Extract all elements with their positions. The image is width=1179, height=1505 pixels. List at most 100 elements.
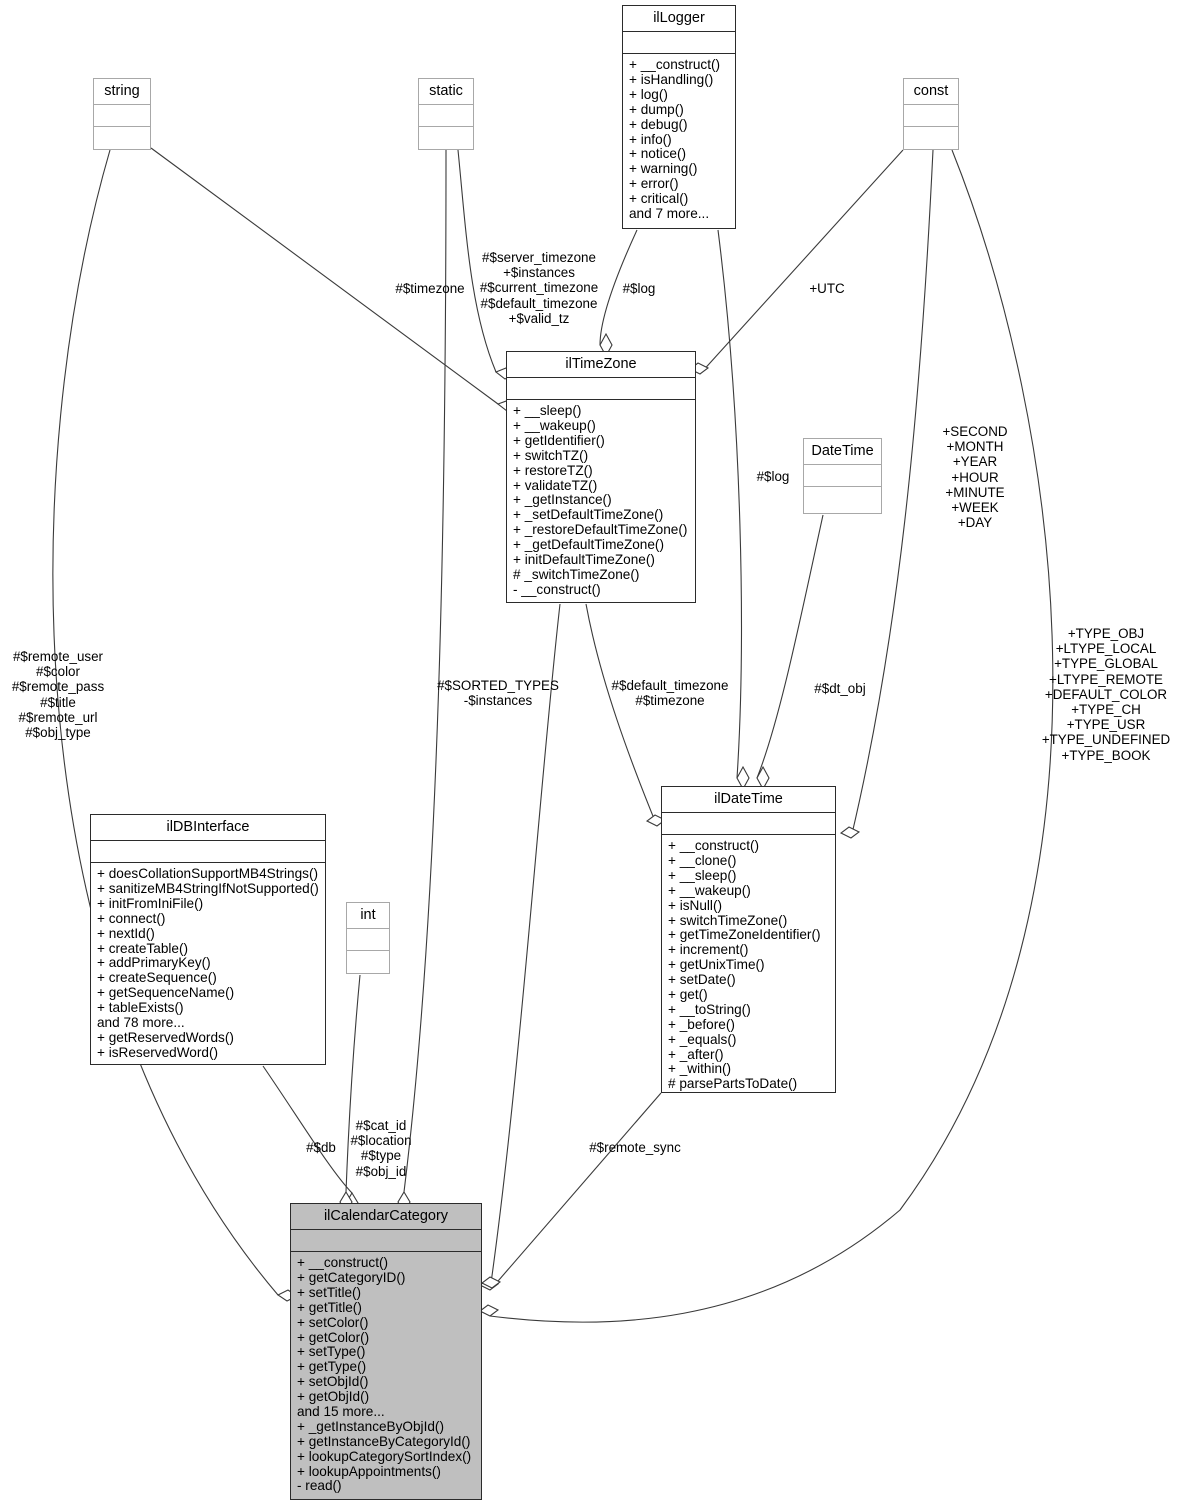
class-method: + _restoreDefaultTimeZone() — [513, 522, 688, 538]
class-method: + isReservedWord() — [97, 1044, 218, 1060]
class-method: + _after() — [668, 1046, 724, 1062]
class-method: + restoreTZ() — [513, 462, 593, 478]
class-method: + __construct() — [668, 838, 760, 854]
class-title: string — [104, 83, 140, 99]
class-attributes — [419, 104, 473, 126]
class-method: + _getInstance() — [513, 492, 612, 508]
class-method: + getCategoryID() — [297, 1270, 406, 1286]
class-method: # parsePartsToDate() — [668, 1076, 798, 1092]
aggregation-diamond — [478, 1304, 500, 1317]
class-box-DateTime[interactable]: DateTime — [803, 438, 882, 514]
edge-static-ilcalendarcategory — [403, 149, 447, 1193]
class-method: + lookupAppointments() — [297, 1463, 441, 1479]
edge-iltimezone-ildatetime — [585, 603, 658, 827]
class-box-ilTimeZone[interactable]: ilTimeZone + __sleep()+ __wakeup()+ getId… — [506, 351, 696, 603]
class-method: - __construct() — [513, 581, 601, 597]
class-box-ilDBInterface[interactable]: ilDBInterface + doesCollationSupportMB4St… — [90, 814, 326, 1065]
class-methods — [94, 126, 150, 136]
class-box-ilLogger[interactable]: ilLogger + __construct()+ isHandling()+ l… — [622, 5, 736, 229]
class-title: ilDateTime — [714, 791, 783, 807]
edge-label-timezone: #$timezone — [395, 281, 465, 296]
class-method: + validateTZ() — [513, 477, 598, 493]
edge-label-const-fields: +SECOND +MONTH +YEAR +HOUR +MINUTE +WEEK… — [942, 424, 1008, 531]
class-attributes — [804, 464, 881, 486]
class-box-ilDateTime[interactable]: ilDateTime+ __construct()+ __clone()+ __… — [661, 786, 836, 1093]
class-method: + info() — [629, 131, 672, 147]
edge-label-dt-timezone: #$default_timezone #$timezone — [611, 678, 729, 709]
edge-label-tz-fields: #$server_timezone +$instances #$current_… — [479, 250, 599, 326]
class-method: + __sleep() — [513, 403, 582, 419]
class-methods: + doesCollationSupportMB4Strings()+ sani… — [91, 862, 325, 1066]
class-attributes — [347, 928, 389, 950]
class-method: + log() — [629, 86, 668, 102]
class-box-static[interactable]: static — [418, 78, 474, 150]
class-box-ilCalendarCategory[interactable]: ilCalendarCategory + __construct()+ getCa… — [290, 1203, 482, 1500]
class-methods: + __construct()+ isHandling()+ log()+ du… — [623, 53, 735, 227]
class-methods — [804, 486, 881, 496]
edge-label-log-mid: #$log — [756, 469, 790, 484]
class-method: + notice() — [629, 146, 687, 162]
class-method: + createTable() — [97, 940, 189, 956]
class-method: + _setDefaultTimeZone() — [513, 507, 664, 523]
class-method: + _getDefaultTimeZone() — [513, 537, 664, 553]
class-method: + getIdentifier() — [513, 432, 605, 448]
class-methods: + __sleep()+ __wakeup()+ getIdentifier()… — [507, 399, 695, 603]
class-method: + nextId() — [97, 925, 155, 941]
class-method: + connect() — [97, 910, 166, 926]
aggregation-diamond — [480, 1276, 502, 1289]
class-title: ilCalendarCategory — [323, 1208, 449, 1224]
class-title: ilLogger — [653, 10, 705, 26]
class-method: + __wakeup() — [513, 418, 596, 434]
edge-label-cat-type-fields: +TYPE_OBJ +LTYPE_LOCAL +TYPE_GLOBAL +LTY… — [1041, 626, 1171, 763]
class-title: DateTime — [811, 443, 874, 459]
aggregation-diamond — [478, 1278, 500, 1291]
class-methods: + __construct()+ __clone()+ __sleep()+ _… — [662, 834, 835, 1097]
class-method: and 15 more... — [297, 1404, 385, 1420]
edge-datetime-ildatetime — [756, 514, 824, 779]
class-method: + __clone() — [668, 853, 737, 869]
edge-label-remote-sync: #$remote_sync — [589, 1140, 681, 1155]
edge-ildbinterface-ilcalendarcategory — [262, 1065, 353, 1194]
class-attributes — [291, 1229, 481, 1251]
class-title: ilTimeZone — [565, 356, 637, 372]
class-methods — [347, 950, 389, 960]
class-method: + setType() — [297, 1344, 366, 1360]
class-method: + lookupCategorySortIndex() — [297, 1448, 472, 1464]
class-attributes — [623, 31, 735, 53]
class-method: + dump() — [629, 101, 684, 117]
class-method: + isNull() — [668, 897, 723, 913]
edge-label-log-top: #$log — [622, 281, 656, 296]
class-attributes — [507, 377, 695, 399]
class-method: + initFromIniFile() — [97, 895, 204, 911]
class-method: and 7 more... — [629, 206, 710, 222]
edge-label-int-fields: #$cat_id #$location #$type #$obj_id — [350, 1118, 412, 1179]
edge-label-dt-obj: #$dt_obj — [814, 681, 866, 696]
class-method: + getSequenceName() — [97, 985, 235, 1001]
class-method: + increment() — [668, 942, 749, 958]
class-method: + setColor() — [297, 1314, 369, 1330]
class-method: + initDefaultTimeZone() — [513, 552, 655, 568]
class-method: + __construct() — [297, 1255, 389, 1271]
class-method: and 78 more... — [97, 1015, 185, 1031]
class-method: + getReservedWords() — [97, 1029, 234, 1045]
class-box-string[interactable]: string — [93, 78, 151, 150]
class-method: + debug() — [629, 116, 688, 132]
class-method: + tableExists() — [97, 1000, 184, 1016]
class-method: + _getInstanceByObjId() — [297, 1418, 444, 1434]
class-method: + _before() — [668, 1016, 735, 1032]
class-title: ilDBInterface — [166, 819, 250, 835]
class-box-int[interactable]: int — [346, 902, 390, 974]
class-methods — [419, 126, 473, 136]
class-attributes — [94, 104, 150, 126]
edge-label-utc: +UTC — [809, 281, 845, 296]
class-box-const[interactable]: const — [903, 78, 959, 150]
class-method: - read() — [297, 1478, 342, 1494]
class-methods: + __construct()+ getCategoryID()+ setTit… — [291, 1251, 481, 1499]
class-method: + _equals() — [668, 1031, 737, 1047]
class-method: + getInstanceByCategoryId() — [297, 1433, 471, 1449]
edge-string-iltimezone — [150, 147, 499, 405]
class-method: + __construct() — [629, 57, 721, 73]
class-method: + getType() — [297, 1359, 367, 1375]
